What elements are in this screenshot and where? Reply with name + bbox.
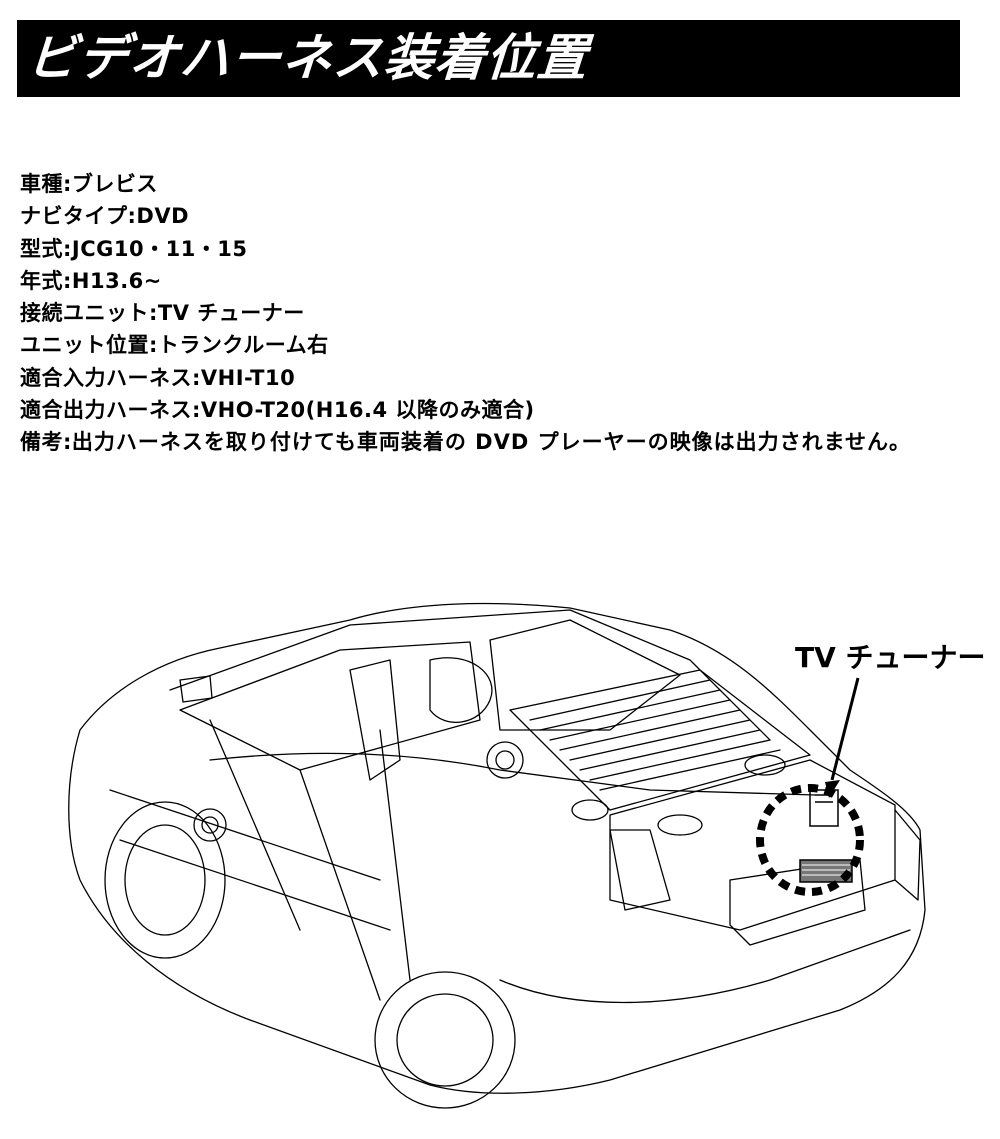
- trunk-lid: [609, 759, 896, 931]
- rear-bumper: [499, 929, 911, 1004]
- callout-arrowhead: [825, 780, 840, 798]
- spec-navi-type: ナビタイプ:DVD: [20, 204, 190, 229]
- tv-tuner-unit: [799, 789, 853, 883]
- title-bar: ビデオハーネス装着位置: [17, 20, 960, 97]
- page-title: ビデオハーネス装着位置: [24, 29, 591, 87]
- rear-speaker: [486, 741, 524, 779]
- car-window-frame: [179, 641, 481, 771]
- car-roof-line: [169, 609, 771, 741]
- front-speaker: [193, 808, 227, 842]
- car-body-outline: [68, 602, 926, 1094]
- wiring-harness: [209, 752, 816, 796]
- spec-vehicle: 車種:ブレビス: [20, 172, 158, 196]
- spec-unit-position: ユニット位置:トランクルーム右: [20, 333, 329, 358]
- rear-wheel: [374, 971, 516, 1109]
- spec-note: 備考: 出力ハーネスを取り付けても車両装着の DVD プレーヤーの映像は出力され…: [20, 426, 980, 458]
- tail-light: [609, 829, 671, 911]
- spec-note-text: 出力ハーネスを取り付けても車両装着の DVD プレーヤーの映像は出力されません。: [71, 430, 911, 455]
- spec-input-harness: 適合入力ハーネス:VHI-T10: [20, 365, 296, 390]
- highlight-circle: [756, 784, 864, 896]
- car-illustration: [68, 602, 926, 1109]
- side-mirror: [179, 675, 213, 703]
- spec-output-harness: 適合出力ハーネス:VHO-T20(H16.4 以降のみ適合): [20, 398, 535, 423]
- spec-model: 型式:JCG10・11・15: [20, 236, 248, 261]
- front-wheel: [104, 801, 226, 959]
- spec-connection-unit: 接続ユニット:TV チューナー: [20, 301, 305, 326]
- spec-year: 年式:H13.6~: [20, 268, 162, 293]
- door-lines: [209, 719, 411, 1001]
- rear-parcel-shelf: [509, 669, 811, 811]
- callout-arrow: [830, 677, 860, 781]
- steering-wheel: [429, 657, 493, 723]
- seat-outline: [349, 659, 401, 781]
- callout-label: TV チューナー: [795, 641, 986, 674]
- spec-note-label: 備考:: [20, 430, 72, 455]
- spec-list: 車種:ブレビス ナビタイプ:DVD 型式:JCG10・11・15 年式:H13.…: [20, 168, 980, 459]
